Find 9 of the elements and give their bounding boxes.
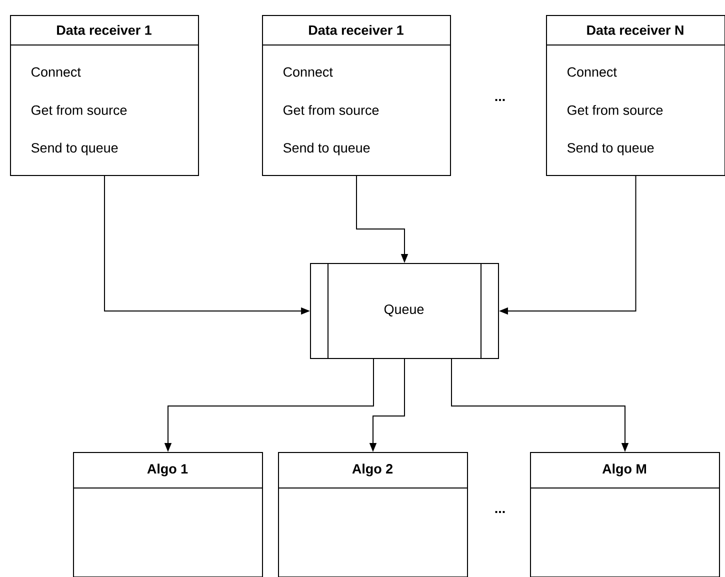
ellipsis: ... [495, 99, 505, 101]
process-box: Data receiver 1 Connect Get from source Send to queue [262, 15, 451, 176]
process-box: Algo 1 [72, 452, 263, 577]
ellipsis: ... [495, 511, 505, 513]
process-box: Algo M [530, 452, 720, 577]
queue-box: Queue [310, 262, 499, 359]
process-box: Data receiver N Connect Get from source Send to queue [546, 15, 725, 176]
process-box: Algo 2 [278, 452, 468, 577]
process-box: Data receiver 1 Connect Get from source Send to queue [10, 15, 199, 176]
